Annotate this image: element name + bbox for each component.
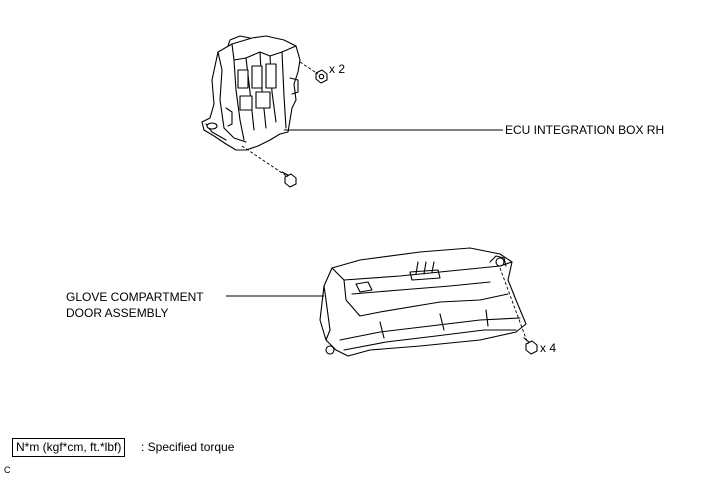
hex-nut-icon (315, 69, 328, 84)
glove-compartment-label-line1: GLOVE COMPARTMENT (66, 290, 204, 304)
ecu-nut-quantity: x 2 (329, 62, 346, 76)
torque-legend-box: N*m (kgf*cm, ft.*lbf) (12, 438, 126, 457)
glove-compartment-drawing (319, 247, 527, 357)
ecu-integration-box-label: ECU INTEGRATION BOX RH (505, 123, 665, 137)
nut-dashed-line (299, 61, 319, 75)
screw-dashed-line (499, 267, 529, 345)
glove-compartment-label-line2: DOOR ASSEMBLY (66, 306, 169, 320)
glove-screw-quantity: x 4 (540, 341, 557, 355)
screw-icon (523, 337, 538, 355)
torque-legend-text: : Specified torque (141, 440, 235, 454)
bolt-dashed-line (241, 145, 289, 178)
corner-mark: C (4, 465, 11, 475)
ecu-integration-box-drawing (201, 35, 301, 151)
